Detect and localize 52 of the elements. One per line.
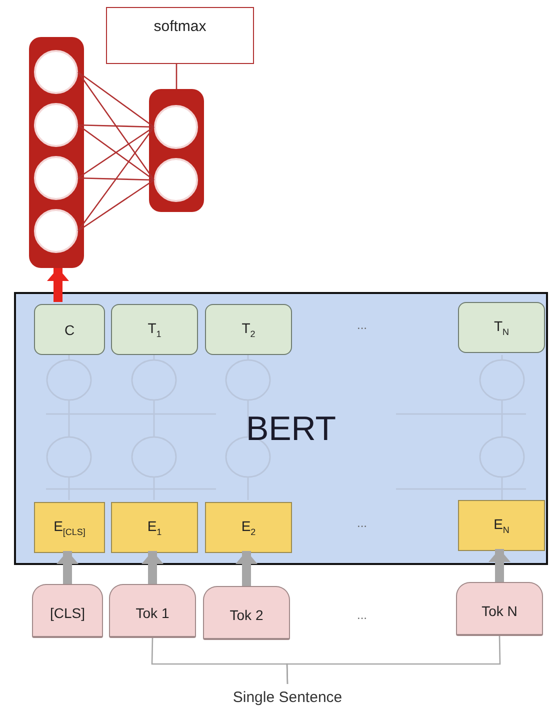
connector-line xyxy=(78,177,154,181)
input-caption: Single Sentence xyxy=(232,688,342,706)
connector-line xyxy=(77,126,155,232)
token-label: Tok 2 xyxy=(230,606,264,622)
softmax-box xyxy=(106,7,254,64)
embedding-box xyxy=(205,502,292,553)
neuron-circle xyxy=(34,103,78,147)
connector-line xyxy=(286,636,501,684)
connector-line xyxy=(78,124,154,128)
output-box xyxy=(111,304,198,355)
output-label: T$_{N}$ xyxy=(494,318,510,337)
ellipsis: ... xyxy=(356,318,368,332)
connector-line xyxy=(78,179,154,232)
connector-line xyxy=(77,72,155,180)
softmax-label: softmax xyxy=(154,18,206,35)
neuron-circle xyxy=(154,105,198,149)
embedding-box xyxy=(34,502,105,553)
neuron-circle xyxy=(154,158,198,202)
arrow xyxy=(142,551,164,584)
embedding-label: E$_{2}$ xyxy=(241,518,256,537)
neuron-circle xyxy=(34,50,78,94)
token-label: [CLS] xyxy=(50,604,85,620)
neural-layer xyxy=(149,89,204,212)
embedding-label: E$_{[CLS]}$ xyxy=(54,518,86,537)
arrow xyxy=(236,551,258,586)
embedding-box xyxy=(111,502,198,553)
output-box xyxy=(205,304,292,355)
output-box xyxy=(458,302,545,353)
neural-layer xyxy=(29,37,84,268)
output-label: C xyxy=(64,322,75,338)
token-box xyxy=(203,586,290,640)
output-label: T$_{1}$ xyxy=(148,320,162,339)
arrow xyxy=(47,268,69,302)
model-title: BERT xyxy=(244,410,338,449)
arrow xyxy=(56,551,78,584)
token-label: Tok N xyxy=(482,602,518,618)
neuron-circle xyxy=(34,209,78,253)
connector-line xyxy=(176,64,178,89)
embedding-label: E$_{1}$ xyxy=(147,518,162,537)
connector-line xyxy=(78,71,154,128)
neuron-circle xyxy=(34,156,78,200)
embedding-box xyxy=(458,500,545,551)
token-box xyxy=(32,584,103,638)
token-label: Tok 1 xyxy=(136,604,170,620)
output-label: T$_{2}$ xyxy=(242,320,256,339)
output-box xyxy=(34,304,105,355)
token-box xyxy=(456,582,543,636)
ellipsis: ... xyxy=(356,608,368,622)
embedding-label: E$_{N}$ xyxy=(494,516,510,535)
token-box xyxy=(109,584,196,638)
arrow xyxy=(488,549,510,582)
ellipsis: ... xyxy=(356,516,368,530)
